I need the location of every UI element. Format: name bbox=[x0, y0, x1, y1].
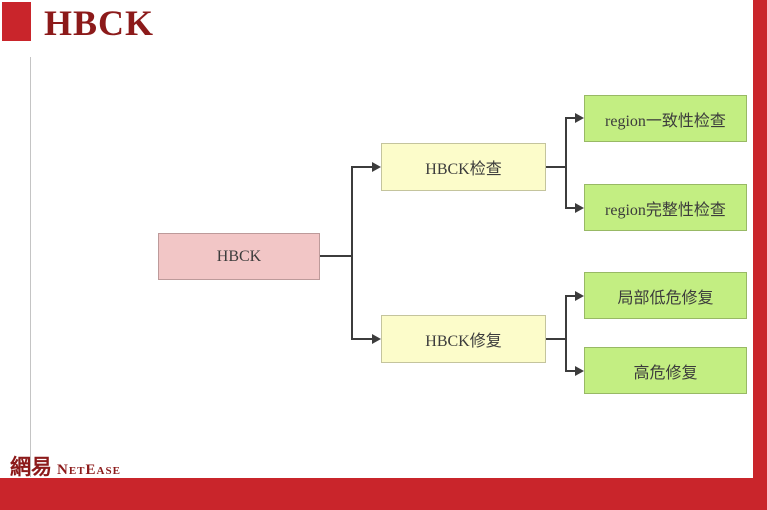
node-high-risk-repair: 高危修复 bbox=[584, 347, 747, 394]
bottom-accent-bar bbox=[0, 478, 767, 510]
arrow-right-icon bbox=[372, 334, 381, 344]
connector-root-horizontal bbox=[320, 255, 352, 257]
connector-root-trunk-vertical bbox=[351, 166, 353, 340]
page-title: HBCK bbox=[44, 3, 155, 43]
node-hbck-repair-label: HBCK修复 bbox=[425, 333, 502, 350]
node-hbck-root: HBCK bbox=[158, 233, 320, 280]
node-region-consistency-check-label: region一致性检查 bbox=[605, 112, 726, 130]
connector-to-hbck-repair bbox=[351, 338, 375, 340]
node-hbck-check: HBCK检查 bbox=[381, 143, 546, 191]
left-divider-line bbox=[30, 57, 31, 477]
connector-repair-horizontal bbox=[546, 338, 567, 340]
title-accent-square bbox=[2, 2, 31, 41]
arrow-right-icon bbox=[575, 291, 584, 301]
node-hbck-check-label: HBCK检查 bbox=[425, 161, 502, 178]
connector-to-partial-low-risk bbox=[565, 295, 577, 297]
node-region-integrity-check: region完整性检查 bbox=[584, 184, 747, 231]
arrow-right-icon bbox=[575, 203, 584, 213]
connector-to-region-consistency bbox=[565, 117, 577, 119]
arrow-right-icon bbox=[575, 113, 584, 123]
node-hbck-repair: HBCK修复 bbox=[381, 315, 546, 363]
connector-check-horizontal bbox=[546, 166, 567, 168]
arrow-right-icon bbox=[575, 366, 584, 376]
netease-logo: 網易 NetEase bbox=[10, 451, 121, 481]
connector-to-hbck-check bbox=[351, 166, 375, 168]
right-accent-bar bbox=[753, 0, 767, 510]
node-region-consistency-check: region一致性检查 bbox=[584, 95, 747, 142]
node-hbck-root-label: HBCK bbox=[216, 247, 262, 265]
connector-check-trunk-vertical bbox=[565, 117, 567, 209]
connector-to-region-integrity bbox=[565, 207, 577, 209]
connector-to-high-risk bbox=[565, 370, 577, 372]
node-region-integrity-check-label: region完整性检查 bbox=[605, 201, 726, 219]
netease-logo-cn: 網易 bbox=[10, 455, 52, 479]
arrow-right-icon bbox=[372, 162, 381, 172]
node-partial-low-risk-repair-label: 局部低危修复 bbox=[617, 289, 714, 307]
netease-logo-en: NetEase bbox=[57, 462, 121, 478]
node-high-risk-repair-label: 高危修复 bbox=[633, 364, 698, 382]
connector-repair-trunk-vertical bbox=[565, 295, 567, 372]
node-partial-low-risk-repair: 局部低危修复 bbox=[584, 272, 747, 319]
